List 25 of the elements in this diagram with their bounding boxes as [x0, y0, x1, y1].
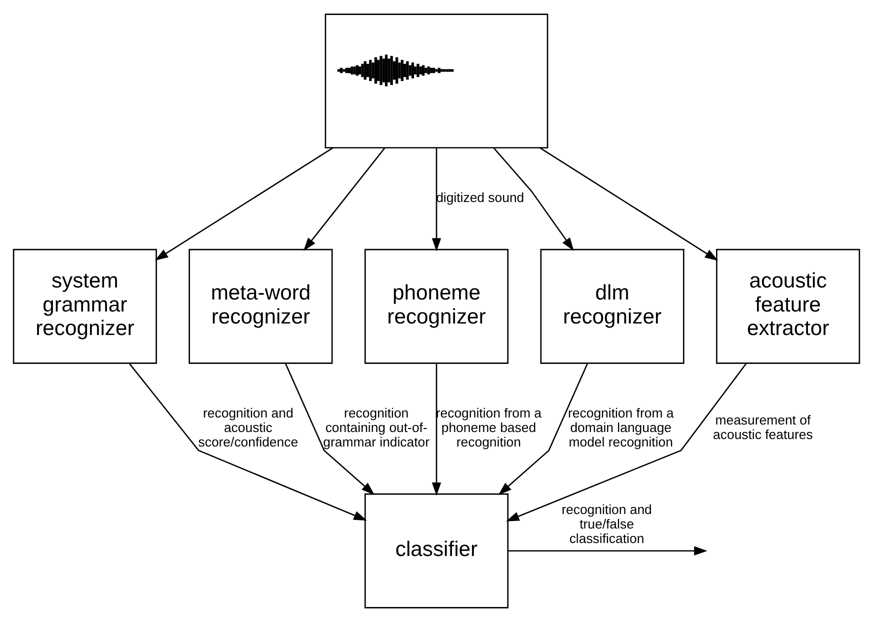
arrow: [494, 147, 574, 250]
edge-label: recognition from a phoneme based recognition: [436, 404, 542, 449]
edge-label: recognition from a domain language model recognition: [568, 404, 674, 449]
arrow: [154, 146, 334, 260]
edge-label: recognition and true/false classification: [562, 501, 652, 546]
arrow: [506, 362, 747, 521]
node-box: dlm recognizer: [540, 248, 684, 364]
edge-label: measurement of acoustic features: [713, 412, 813, 442]
node-box: acoustic feature extractor: [716, 248, 860, 364]
arrow: [128, 362, 367, 520]
node-box: meta-word recognizer: [188, 248, 333, 364]
arrow: [432, 363, 442, 496]
arrow: [284, 362, 375, 494]
edge-label: recognition and acoustic score/confidence: [198, 404, 298, 449]
arrow: [540, 146, 718, 260]
node-box: classifier: [364, 492, 509, 608]
arrow: [508, 546, 708, 556]
node-picture: [324, 13, 548, 148]
arrow: [432, 147, 442, 251]
node-box: system grammar recognizer: [12, 248, 157, 364]
edge-label: recognition containing out-of-grammar indicator: [323, 404, 430, 449]
arrow: [498, 362, 588, 494]
node-box: phoneme recognizer: [364, 248, 509, 364]
arrow: [303, 147, 386, 250]
edge-label: digitized sound: [436, 189, 524, 204]
